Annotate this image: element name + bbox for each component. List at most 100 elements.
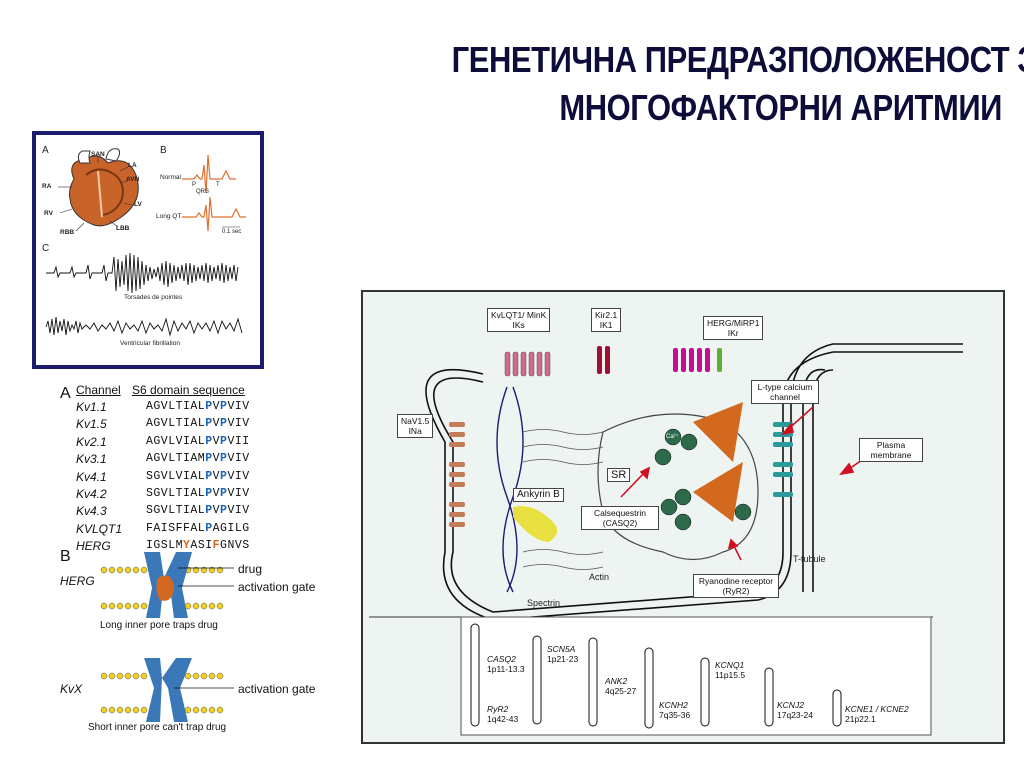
- nav15-channel-icon: [449, 422, 465, 527]
- heart-label-rv: RV: [44, 210, 53, 217]
- heart-label-san: SAN: [91, 151, 105, 158]
- sequence-segment: P: [205, 400, 213, 413]
- sequence-segment: Y: [183, 539, 191, 553]
- drug-icon: [156, 575, 174, 601]
- slide-title: ГЕНЕТИЧНА ПРЕДРАЗПОЛОЖЕНОСТ ЗА МНОГОФАКТ…: [451, 36, 1024, 132]
- sequence-value: SGVLTIALPVPVIV: [146, 487, 250, 500]
- channel-name: HERG: [76, 539, 111, 554]
- torsades-trace: [46, 252, 239, 294]
- l-type-label: L-type calcium channel: [751, 380, 819, 404]
- actin-filaments: [522, 429, 604, 570]
- t-tubule-label: T-tubule: [793, 554, 826, 564]
- gene-locus: 1p21-23: [547, 654, 579, 664]
- sequence-segment: AGVLTIAL: [146, 400, 206, 413]
- heart-label-la: LA: [128, 162, 137, 169]
- sequence-segment: P: [220, 487, 228, 500]
- sequence-segment: GNVS: [220, 539, 250, 553]
- channel-header: Channel: [76, 383, 121, 397]
- panel-c-label: C: [42, 243, 50, 254]
- vfib-label: Ventricular fibrillation: [120, 340, 180, 347]
- sequence-segment: SGVLTIAL: [146, 504, 206, 518]
- activation-gate-label-2: activation gate: [238, 682, 316, 696]
- sequence-segment: P: [220, 417, 228, 431]
- sequence-header: S6 domain sequence: [132, 383, 245, 397]
- sequence-segment: AGVLTIAL: [146, 417, 206, 431]
- p-wave-label: P: [192, 182, 197, 188]
- gene-name: SCN5A: [547, 644, 576, 654]
- kvx-caption: Short inner pore can't trap drug: [88, 722, 227, 733]
- panel-a-label: A: [42, 145, 49, 156]
- sequence-segment: VIV: [227, 400, 250, 413]
- chromosome-icons: [470, 623, 842, 729]
- pore-panel: B HERG KvX drug: [60, 548, 350, 738]
- gene-locus: 7q35-36: [659, 710, 691, 720]
- spectrin-label: Spectrin: [527, 598, 561, 608]
- heart-icon: [69, 148, 139, 227]
- sequence-value: AGVLTIAMPVPVIV: [146, 452, 250, 465]
- sequence-segment: V: [212, 400, 221, 413]
- sequence-segment: P: [205, 504, 213, 518]
- sequence-segment: SGVLVIAL: [146, 469, 206, 483]
- title-line-1: ГЕНЕТИЧНА ПРЕДРАЗПОЛОЖЕНОСТ ЗА: [451, 39, 1024, 80]
- heart-label-rbb: RBB: [60, 229, 75, 236]
- gene-name: RyR2: [487, 704, 509, 714]
- sequence-segment: VIV: [227, 469, 250, 483]
- cell-illustration: [369, 343, 963, 736]
- plasma-membrane-label: Plasma membrane: [859, 438, 923, 462]
- ankyrin-label: Ankyrin B: [513, 488, 564, 502]
- channel-name: KVLQT1: [76, 521, 123, 536]
- sequence-segment: VII: [227, 434, 250, 448]
- vfib-trace: [45, 316, 243, 337]
- long-qt-label: Long QT: [156, 213, 182, 220]
- sequence-segment: V: [212, 504, 221, 518]
- annotation-arrows: [620, 406, 874, 561]
- kvx-membrane: [100, 658, 224, 722]
- gene-locus: 11p15.5: [715, 670, 746, 680]
- sequence-value: AGVLTIALPVPVIV: [146, 400, 250, 413]
- gene-name: KCNJ2: [777, 700, 804, 710]
- ecg-panel: A B C SAN LA AVN RA RV LV RBB LBB Normal…: [32, 131, 264, 369]
- sequence-segment: P: [220, 434, 228, 448]
- drug-label: drug: [238, 562, 263, 576]
- gene-name: KCNE1 / KCNE2: [845, 704, 909, 714]
- sequence-segment: P: [220, 469, 228, 483]
- kir21-channel-icon: [597, 346, 610, 374]
- sequence-segment: P: [205, 469, 213, 483]
- time-scale-label: 0.1 sec: [222, 229, 242, 235]
- s6-panel-label: A: [60, 385, 71, 402]
- kvx-label: KvX: [60, 682, 83, 696]
- sequence-segment: SGVLTIAL: [146, 487, 206, 500]
- sequence-segment: P: [220, 400, 228, 413]
- sequence-segment: VIV: [227, 487, 250, 500]
- sequence-segment: IGSLM: [146, 539, 184, 553]
- panel-b-label: B: [160, 145, 167, 156]
- sequence-segment: P: [205, 417, 213, 431]
- sequence-segment: P: [220, 504, 228, 518]
- sequence-value: AGVLTIALPVPVIV: [146, 417, 250, 430]
- sr-label: SR: [607, 468, 631, 482]
- title-line-2: МНОГОФАКТОРНИ АРИТМИИ: [559, 87, 1002, 128]
- gene-locus: 1p11-13.3: [487, 664, 525, 674]
- channel-name: Kv4.3: [76, 504, 107, 519]
- sequence-segment: FAISFFAL: [146, 521, 206, 535]
- calsequestrin-label: Calsequestrin (CASQ2): [581, 506, 659, 530]
- activation-gate-label-1: activation gate: [238, 580, 316, 594]
- normal-ecg-trace: [182, 154, 246, 232]
- ryanodine-receptor-icon-2: [693, 402, 743, 462]
- qrs-label: QRS: [196, 189, 210, 195]
- heart-label-lbb: LBB: [116, 225, 130, 232]
- herg-channel-icon: [673, 348, 722, 372]
- gene-locus: 1q42-43: [487, 714, 519, 724]
- sequence-segment: P: [220, 452, 228, 466]
- sequence-segment: P: [205, 521, 213, 535]
